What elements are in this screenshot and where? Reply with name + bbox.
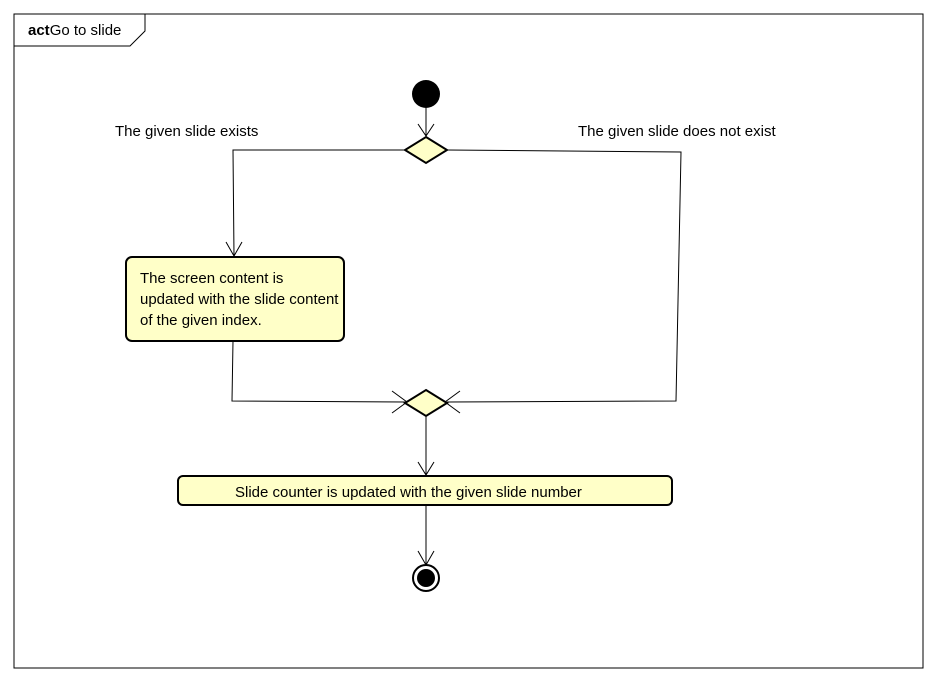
action-update-counter-label: Slide counter is updated with the given … bbox=[235, 484, 582, 501]
guard-slide-exists: The given slide exists bbox=[115, 123, 259, 140]
frame-name-tab bbox=[14, 14, 146, 47]
frame-name: Go to slide bbox=[49, 22, 122, 39]
action-update-counter-box bbox=[177, 475, 673, 506]
merge-node bbox=[403, 388, 449, 418]
initial-node bbox=[412, 80, 440, 108]
frame-title: actGo to slide bbox=[28, 22, 121, 39]
frame-keyword: act bbox=[28, 22, 50, 39]
action-update-content-label: The screen content is updated with the s… bbox=[140, 270, 339, 329]
flow-content-to-merge bbox=[231, 340, 407, 403]
final-node-core bbox=[417, 569, 435, 587]
guard-slide-not-exists: The given slide does not exist bbox=[578, 123, 776, 140]
diagram-frame bbox=[13, 13, 924, 669]
flow-exists-branch bbox=[232, 149, 405, 257]
flow-not-exists-branch bbox=[446, 149, 682, 403]
decision-node bbox=[403, 135, 449, 165]
action-update-content-box bbox=[125, 256, 345, 342]
